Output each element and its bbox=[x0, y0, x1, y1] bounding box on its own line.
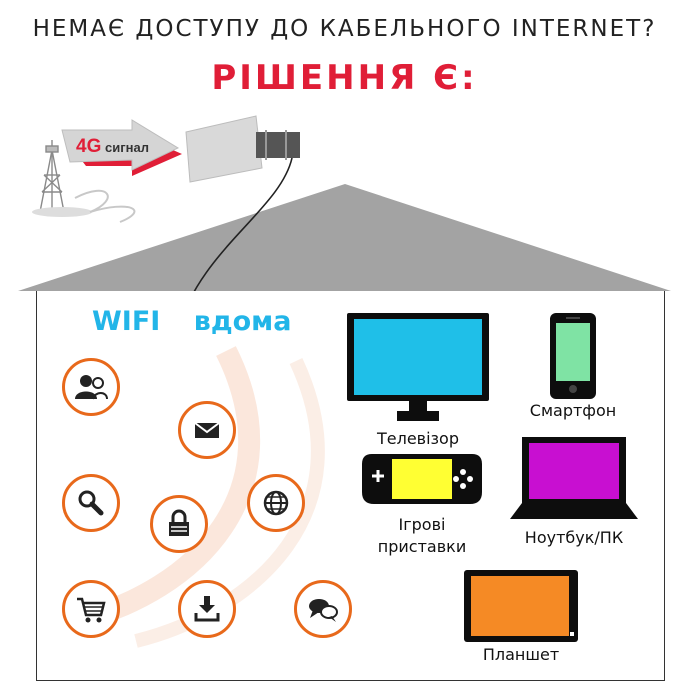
console-label: Ігрові приставки bbox=[352, 514, 492, 558]
console-screen bbox=[392, 459, 452, 499]
smartphone-screen bbox=[556, 323, 590, 381]
cart-icon bbox=[62, 580, 120, 638]
page-subtitle: РІШЕННЯ Є: bbox=[211, 58, 478, 98]
tv-screen bbox=[354, 319, 482, 395]
house-roof bbox=[18, 184, 671, 291]
cell-tower-icon bbox=[32, 140, 92, 217]
laptop-screen bbox=[529, 443, 619, 499]
search-icon bbox=[62, 474, 120, 532]
game-console-icon bbox=[362, 454, 482, 504]
chat-icon bbox=[294, 580, 352, 638]
globe-icon bbox=[247, 474, 305, 532]
antenna-icon bbox=[185, 115, 263, 183]
laptop-label: Ноутбук/ПК bbox=[524, 528, 624, 547]
console-label-line2: приставки bbox=[377, 537, 467, 556]
page-title: НЕМАЄ ДОСТУПУ ДО КАБЕЛЬНОГО INTERNET? bbox=[32, 16, 657, 42]
antenna-mount bbox=[256, 132, 300, 158]
lock-icon bbox=[150, 495, 208, 553]
home-word: вдома bbox=[193, 306, 292, 337]
tv-icon bbox=[347, 313, 489, 421]
tablet-label: Планшет bbox=[482, 645, 560, 664]
mail-icon bbox=[178, 401, 236, 459]
download-icon bbox=[178, 580, 236, 638]
road-lines bbox=[74, 189, 136, 223]
tablet-screen bbox=[471, 576, 569, 636]
signal-word: сигнал bbox=[104, 140, 149, 155]
signal-network: 4G bbox=[76, 136, 102, 157]
signal-arrow bbox=[61, 119, 180, 171]
smartphone-label: Смартфон bbox=[529, 401, 617, 420]
tablet-icon bbox=[464, 570, 578, 642]
wifi-label: WIFI вдома bbox=[92, 306, 291, 337]
users-icon bbox=[62, 358, 120, 416]
console-label-line1: Ігрові bbox=[398, 515, 446, 534]
wifi-word: WIFI bbox=[92, 306, 161, 337]
smartphone-icon bbox=[550, 313, 596, 399]
laptop-icon bbox=[510, 437, 638, 519]
signal-label: 4G сигнал bbox=[76, 136, 149, 158]
tv-label: Телевізор bbox=[376, 429, 459, 448]
